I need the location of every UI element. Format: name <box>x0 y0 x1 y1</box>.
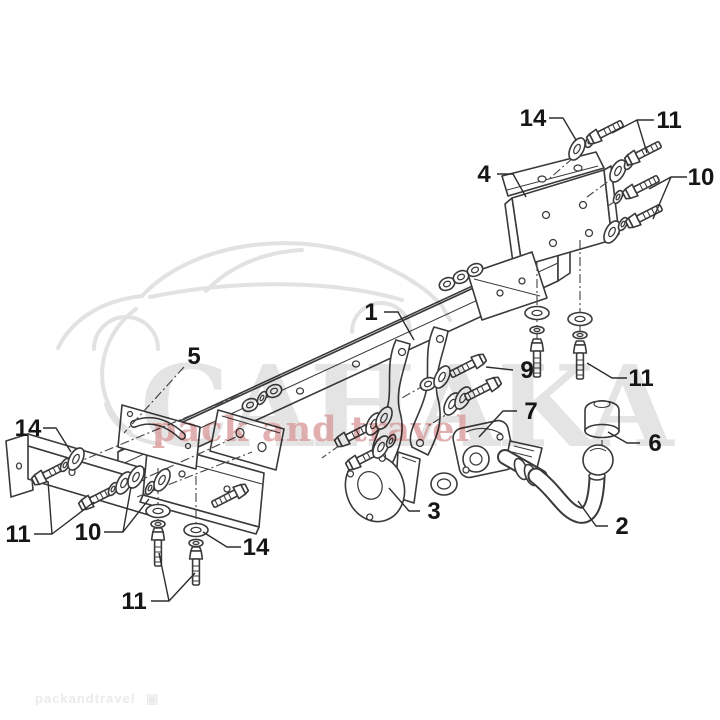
washer <box>145 503 171 519</box>
callout-label: 14 <box>520 105 547 132</box>
car-silhouette-watermark <box>56 241 452 446</box>
callout-10-right: 10 <box>648 164 715 220</box>
callout-label: 4 <box>477 161 491 188</box>
callout-label: 10 <box>688 164 715 191</box>
callout-label: 14 <box>243 534 270 561</box>
callout-10-left: 10 <box>75 486 150 546</box>
callout-11-mid-right: 11 <box>586 362 654 392</box>
callout-14-left: 14 <box>15 415 72 453</box>
callout-9: 9 <box>485 357 534 384</box>
watermark: CAHAKA pack and travel packandtravel ▣ <box>35 241 679 706</box>
spring-washer <box>572 330 588 340</box>
bolt <box>150 527 166 567</box>
right-mount-bracket-part <box>501 151 620 271</box>
bolt <box>620 171 662 203</box>
callout-label: 11 <box>121 588 146 615</box>
towball-neck-part <box>497 444 614 524</box>
callout-label: 10 <box>75 519 102 546</box>
left-mount-bracket-part <box>5 404 285 535</box>
callout-label: 2 <box>615 513 628 540</box>
callout-label: 11 <box>656 107 681 134</box>
callout-label: 7 <box>524 398 537 425</box>
callout-11-left: 11 <box>5 480 95 548</box>
tagline-watermark-text: pack and travel <box>152 409 470 450</box>
callout-label: 5 <box>187 343 200 370</box>
callout-label: 9 <box>520 357 533 384</box>
callout-6: 6 <box>607 430 662 457</box>
socket-mounting-plate-part <box>344 451 421 523</box>
spring-washer <box>188 538 204 548</box>
callout-14-top: 14 <box>520 105 577 141</box>
callout-11-bottom: 11 <box>121 552 196 615</box>
electrical-socket-part <box>430 419 543 496</box>
callout-3: 3 <box>388 487 441 525</box>
footer-watermark-text: packandtravel <box>35 691 135 706</box>
spring-washer <box>529 325 545 335</box>
bolt <box>188 546 204 586</box>
brand-watermark-text: CAHAKA <box>140 342 676 473</box>
callout-5: 5 <box>123 343 201 434</box>
callout-label: 3 <box>427 498 440 525</box>
bolt <box>584 116 626 148</box>
washer <box>524 305 550 321</box>
callout-14-bottom: 14 <box>202 531 270 561</box>
washer <box>567 311 593 327</box>
callout-label: 6 <box>648 430 661 457</box>
washer <box>183 522 209 538</box>
callout-4: 4 <box>477 161 527 198</box>
spring-washer <box>150 519 166 529</box>
callout-7: 7 <box>478 398 538 438</box>
callout-label: 14 <box>15 415 42 442</box>
callout-label: 11 <box>628 365 653 392</box>
towball-cover-part <box>584 399 620 446</box>
bracket-extension-plate <box>467 251 548 321</box>
callouts: 14 11 4 10 1 9 11 5 <box>5 105 714 615</box>
callout-11-top: 11 <box>611 107 682 154</box>
footer-watermark-logo: ▣ <box>146 691 159 706</box>
callout-label: 11 <box>5 521 30 548</box>
callout-2: 2 <box>577 500 629 540</box>
